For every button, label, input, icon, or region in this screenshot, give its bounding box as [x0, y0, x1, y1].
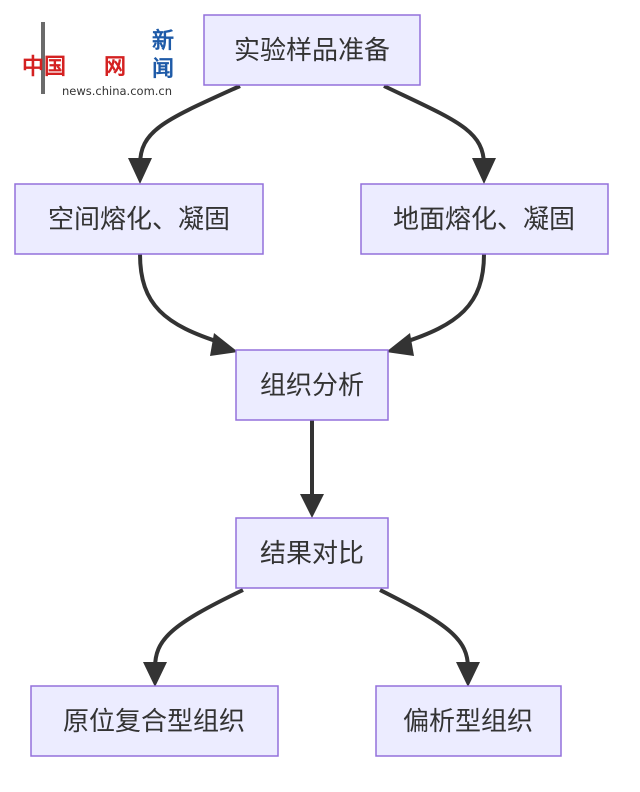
edge-compare-to-eccentric [379, 588, 470, 669]
logo-main-characters: 中国 [22, 55, 66, 80]
arrowhead-compare [300, 494, 324, 518]
logo-pillar-icon [41, 22, 45, 94]
node-compare-label: 结果对比 [260, 539, 364, 569]
arrowhead-analysis-left [210, 333, 238, 356]
edge-compare-to-insitu [153, 588, 244, 669]
node-analysis-label: 组织分析 [260, 371, 364, 401]
arrowhead-insitu [143, 662, 167, 687]
edges [128, 84, 496, 687]
arrowhead-eccentric [456, 662, 480, 687]
node-space-label: 空间熔化、凝固 [48, 205, 230, 235]
arrowhead-space [128, 158, 152, 184]
node-ground-label: 地面熔化、凝固 [393, 205, 575, 235]
node-ground: 地面熔化、凝固 [360, 183, 609, 255]
arrowhead-analysis-right [386, 333, 414, 356]
logo-news-bottom-character: 闻 [152, 57, 174, 82]
logo-news-top-character: 新 [152, 28, 174, 54]
logo-url: news.china.com.cn [62, 84, 172, 98]
edge-prep-to-space [138, 84, 241, 166]
node-space: 空间熔化、凝固 [14, 183, 264, 255]
node-eccentric: 偏析型组织 [375, 685, 562, 757]
node-eccentric-label: 偏析型组织 [403, 707, 533, 737]
node-prep: 实验样品准备 [203, 14, 421, 86]
edge-prep-to-ground [383, 84, 486, 166]
edge-ground-to-analysis [401, 253, 486, 345]
node-prep-label: 实验样品准备 [234, 36, 390, 66]
logo-net-character: 网 [104, 55, 126, 80]
node-analysis: 组织分析 [235, 349, 389, 421]
node-insitu: 原位复合型组织 [30, 685, 279, 757]
node-insitu-label: 原位复合型组织 [63, 707, 245, 737]
node-compare: 结果对比 [235, 517, 389, 589]
edge-space-to-analysis [138, 253, 223, 345]
china-com-cn-logo: 中国 网 新 闻 news.china.com.cn [22, 22, 174, 98]
arrowhead-ground [472, 158, 496, 184]
